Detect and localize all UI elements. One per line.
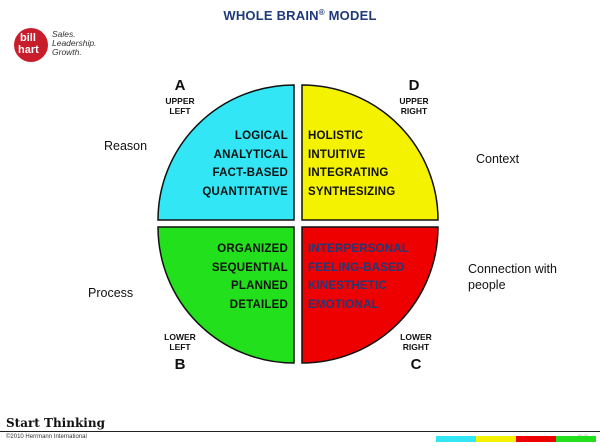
- logo-circle: [14, 28, 48, 62]
- side-label-reason: Reason: [104, 139, 148, 153]
- position-line: LEFT: [169, 106, 191, 116]
- trait-item: KINESTHETIC: [308, 280, 387, 292]
- logo-tagline-line-2: Leadership.: [52, 38, 97, 48]
- page-title: WHOLE BRAIN® MODEL: [0, 8, 600, 23]
- logo-tagline-line-1: Sales.: [52, 29, 76, 39]
- page-number: 00:33: [578, 433, 588, 438]
- quadrant-letter-c: C: [410, 356, 422, 373]
- position-line: LEFT: [169, 342, 191, 352]
- trait-item: FACT-BASED: [212, 167, 288, 179]
- position-line: RIGHT: [400, 106, 428, 116]
- footer-color-bar-yellow: [476, 436, 516, 442]
- trait-item: ANALYTICAL: [213, 148, 288, 161]
- quadrant-letter-b: B: [174, 356, 186, 373]
- trait-item: QUANTITATIVE: [202, 185, 288, 198]
- title-main: WHOLE BRAIN: [223, 8, 319, 23]
- footer-divider: [0, 431, 600, 432]
- quadrant-position-upper-right: UPPER RIGHT: [384, 96, 444, 116]
- trait-item: INTUITIVE: [308, 148, 366, 161]
- position-line: UPPER: [165, 96, 195, 106]
- logo-tagline: Sales. Leadership. Growth.: [52, 30, 122, 57]
- quadrant-upper-right: [301, 84, 439, 221]
- quadrant-text-lower-right: INTERPERSONAL FEELING-BASED KINESTHETIC …: [308, 240, 433, 314]
- trait-item: LOGICAL: [234, 130, 288, 142]
- bill-hart-logo: bill hart Sales. Leadership. Growth.: [14, 28, 124, 68]
- position-line: RIGHT: [402, 342, 430, 352]
- quadrant-text-lower-left: ORGANIZED SEQUENTIAL PLANNED DETAILED: [180, 240, 288, 314]
- quadrant-text-upper-right: HOLISTIC INTUITIVE INTEGRATING SYNTHESIZ…: [308, 127, 428, 201]
- quadrant-position-lower-right: LOWER RIGHT: [386, 332, 446, 352]
- trait-item: INTERPERSONAL: [308, 243, 409, 255]
- footer-color-bar-red: [516, 436, 556, 442]
- logo-word-bill: bill: [20, 32, 36, 44]
- trait-item: EMOTIONAL: [308, 298, 379, 311]
- footer-color-bar-cyan: [436, 436, 476, 442]
- trait-item: PLANNED: [231, 280, 288, 292]
- quadrant-lower-right: [301, 226, 439, 364]
- trait-item: FEELING-BASED: [308, 261, 405, 274]
- title-rest: MODEL: [324, 8, 377, 23]
- side-label-line: people: [468, 278, 506, 292]
- title-registered-mark: ®: [318, 8, 325, 17]
- side-label-context: Context: [476, 152, 520, 166]
- quadrant-lower-left: [157, 226, 295, 364]
- position-line: LOWER: [400, 332, 432, 342]
- quadrant-text-upper-left: LOGICAL ANALYTICAL FACT-BASED QUANTITATI…: [180, 127, 288, 201]
- quadrant-position-upper-left: UPPER LEFT: [150, 96, 210, 116]
- position-line: UPPER: [399, 96, 429, 106]
- trait-item: ORGANIZED: [217, 243, 288, 255]
- trait-item: INTEGRATING: [308, 167, 389, 179]
- side-label-line: Connection with: [468, 262, 557, 276]
- trait-item: SEQUENTIAL: [211, 261, 288, 274]
- logo-word-hart: hart: [18, 44, 39, 56]
- footer-color-bar-green: [556, 436, 596, 442]
- quadrant-position-lower-left: LOWER LEFT: [150, 332, 210, 352]
- side-label-process: Process: [88, 286, 134, 300]
- footer-title: Start Thinking: [6, 416, 105, 430]
- copyright-text: ©2010 Herrmann International: [6, 434, 87, 440]
- logo-tagline-line-3: Growth.: [52, 47, 82, 57]
- side-label-connection: Connection with people: [468, 261, 557, 293]
- position-line: LOWER: [164, 332, 196, 342]
- trait-item: HOLISTIC: [308, 130, 364, 142]
- quadrant-letter-d: D: [408, 77, 420, 94]
- quadrant-letter-a: A: [174, 77, 186, 94]
- trait-item: DETAILED: [229, 298, 288, 311]
- quadrant-upper-left: [157, 84, 295, 221]
- trait-item: SYNTHESIZING: [308, 185, 396, 198]
